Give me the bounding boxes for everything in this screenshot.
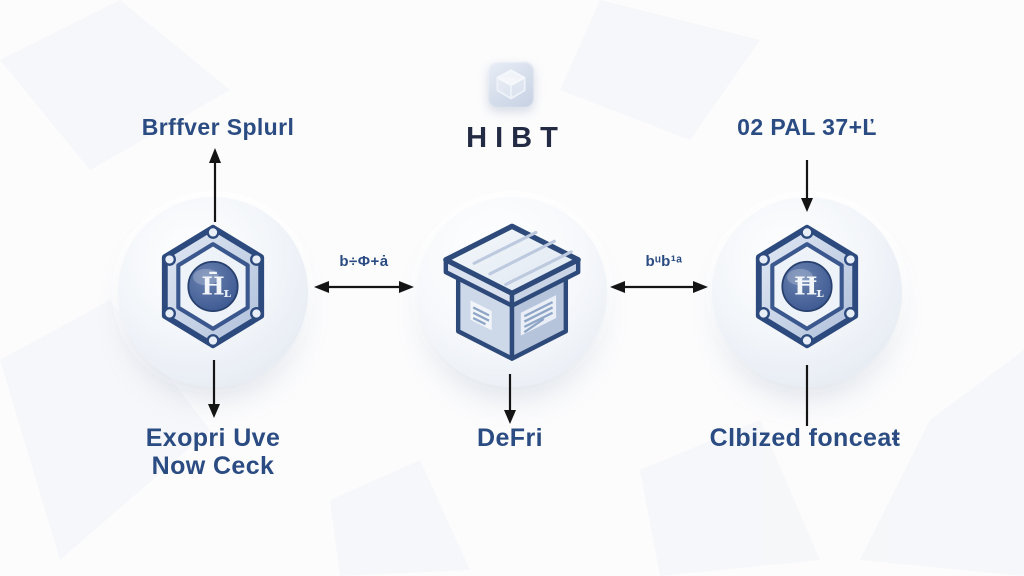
- token-badge-sub-right: ʟ: [816, 286, 824, 301]
- arrow-left-down: [208, 360, 220, 418]
- app-title: HIBT: [466, 122, 566, 154]
- center-node-bottom-label: DeFri: [477, 424, 543, 452]
- arrow-center-down: [504, 374, 516, 424]
- left-node-bottom-label: Exopri Uve Now Ceck: [103, 424, 323, 480]
- token-badge-letter-right: Ħ: [794, 272, 817, 301]
- arrow-horizontal-left: [314, 281, 414, 293]
- right-node-bottom-label: Clbized fonceaŧ: [709, 424, 901, 452]
- hexagon-token-icon-left: H̄ ʟ: [161, 224, 265, 349]
- right-node-top-label: 02 PAL 37+Ľ: [737, 114, 877, 140]
- arrow-right-top-down: [801, 160, 813, 212]
- left-connector-label: b÷Φ+ȧ: [339, 253, 389, 270]
- arrow-horizontal-right: [610, 281, 708, 293]
- package-icon: [496, 69, 526, 100]
- app-logo-tile: [488, 61, 534, 107]
- left-node-top-label: Brffver Splurl: [141, 114, 295, 140]
- left-bottom-label-line2: Now Ceck: [151, 452, 275, 480]
- hexagon-token-icon-right: Ħ ʟ: [755, 224, 859, 349]
- arrow-left-up: [209, 148, 221, 222]
- token-badge-sub-left: ʟ: [223, 286, 231, 301]
- package-box-icon: [443, 223, 581, 361]
- left-bottom-label-line1: Exopri Uve: [145, 424, 281, 452]
- right-connector-label: bᵘb¹ᵃ: [645, 253, 683, 270]
- token-badge-letter-left: H̄: [201, 271, 224, 300]
